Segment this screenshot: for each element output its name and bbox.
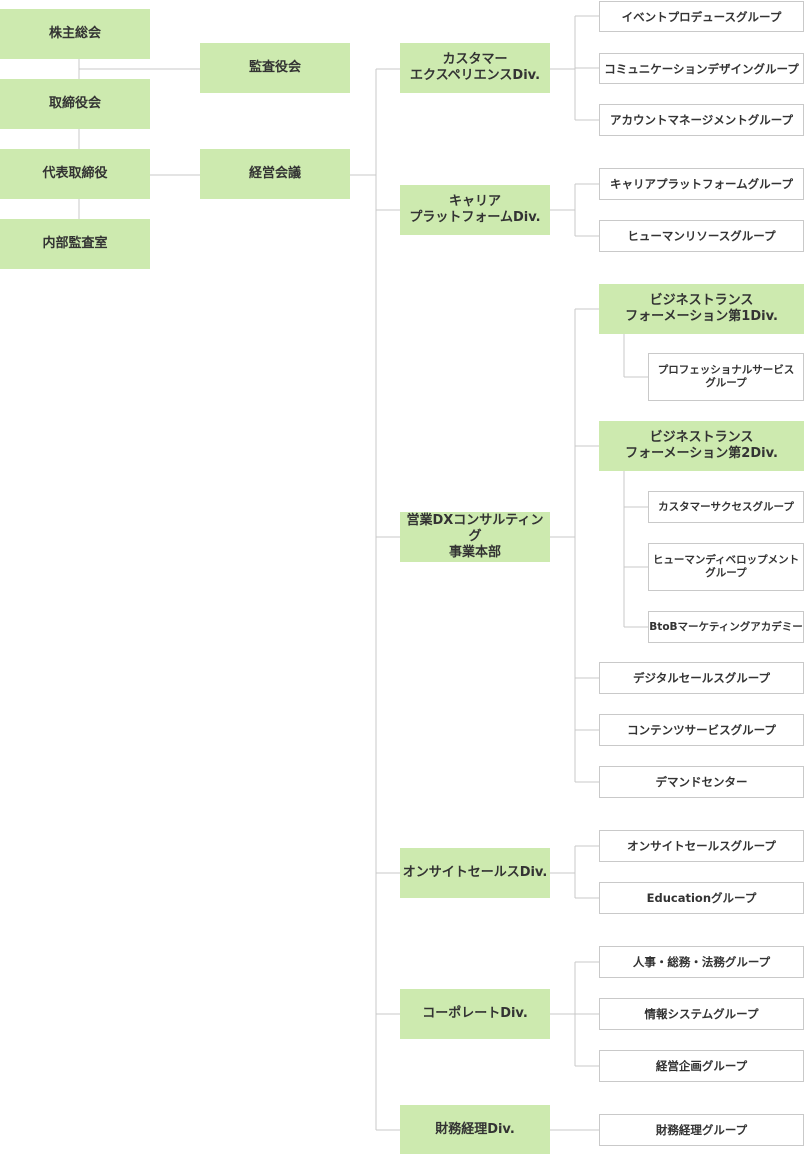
group-box: 財務経理グループ bbox=[599, 1114, 804, 1146]
group-box: 人事・総務・法務グループ bbox=[599, 946, 804, 978]
group-label: 経営企画グループ bbox=[655, 1059, 748, 1073]
group-box: デマンドセンター bbox=[599, 766, 804, 798]
node-label: 経営会議 bbox=[248, 166, 301, 181]
group-box: カスタマーサクセスグループ bbox=[648, 491, 804, 523]
group-label: イベントプロデュースグループ bbox=[621, 9, 782, 24]
representative-director-box: 代表取締役 bbox=[0, 149, 150, 199]
group-label: カスタマーサクセスグループ bbox=[658, 500, 794, 513]
node-label: 営業DXコンサルティング 事業本部 bbox=[406, 513, 544, 560]
division-finance: 財務経理Div. bbox=[400, 1105, 550, 1154]
group-box: BtoBマーケティングアカデミー bbox=[648, 611, 804, 643]
division-onsite-sales: オンサイトセールスDiv. bbox=[400, 848, 550, 898]
division-customer-experience: カスタマー エクスペリエンスDiv. bbox=[400, 43, 550, 93]
group-label: プロフェッショナルサービス グループ bbox=[657, 364, 795, 389]
group-label: 情報システムグループ bbox=[644, 1007, 759, 1021]
node-label: ビジネストランス フォーメーション第1Div. bbox=[625, 293, 778, 324]
node-label: 財務経理Div. bbox=[435, 1121, 515, 1137]
shareholders-meeting-box: 株主総会 bbox=[0, 9, 150, 59]
board-of-directors-box: 取締役会 bbox=[0, 79, 150, 129]
management-meeting-box: 経営会議 bbox=[200, 149, 350, 199]
group-label: 財務経理グループ bbox=[655, 1123, 748, 1137]
division-sales-dx-consulting: 営業DXコンサルティング 事業本部 bbox=[400, 512, 550, 562]
group-label: BtoBマーケティングアカデミー bbox=[649, 620, 803, 633]
node-label: 監査役会 bbox=[248, 60, 301, 75]
group-label: 人事・総務・法務グループ bbox=[632, 955, 771, 969]
group-box: ヒューマンリソースグループ bbox=[599, 220, 804, 252]
group-label: コンテンツサービスグループ bbox=[627, 723, 776, 737]
group-box: コンテンツサービスグループ bbox=[599, 714, 804, 746]
node-label: キャリア プラットフォームDiv. bbox=[409, 194, 541, 225]
group-box: イベントプロデュースグループ bbox=[599, 1, 804, 32]
subdivision-business-transformation-2: ビジネストランス フォーメーション第2Div. bbox=[599, 421, 804, 471]
node-label: 取締役会 bbox=[48, 96, 101, 111]
group-label: コミュニケーションデザイングループ bbox=[604, 61, 799, 76]
division-career-platform: キャリア プラットフォームDiv. bbox=[400, 185, 550, 235]
group-label: アカウントマネージメントグループ bbox=[609, 113, 794, 127]
subdivision-business-transformation-1: ビジネストランス フォーメーション第1Div. bbox=[599, 284, 804, 334]
node-label: 株主総会 bbox=[48, 26, 101, 41]
node-label: 代表取締役 bbox=[42, 166, 108, 181]
group-box: オンサイトセールスグループ bbox=[599, 830, 804, 862]
group-label: ヒューマンディベロップメント グループ bbox=[652, 554, 800, 579]
group-box: ヒューマンディベロップメント グループ bbox=[648, 543, 804, 591]
node-label: 内部監査室 bbox=[42, 236, 108, 251]
group-box: プロフェッショナルサービス グループ bbox=[648, 353, 804, 401]
internal-audit-box: 内部監査室 bbox=[0, 219, 150, 269]
audit-board-box: 監査役会 bbox=[200, 43, 350, 93]
group-box: 経営企画グループ bbox=[599, 1050, 804, 1082]
group-box: Educationグループ bbox=[599, 882, 804, 914]
node-label: コーポレートDiv. bbox=[422, 1006, 528, 1021]
group-label: キャリアプラットフォームグループ bbox=[610, 177, 793, 191]
node-label: カスタマー エクスペリエンスDiv. bbox=[409, 52, 541, 83]
group-label: オンサイトセールスグループ bbox=[627, 839, 776, 853]
division-corporate: コーポレートDiv. bbox=[400, 989, 550, 1039]
node-label: オンサイトセールスDiv. bbox=[402, 865, 548, 880]
group-box: デジタルセールスグループ bbox=[599, 662, 804, 694]
group-label: Educationグループ bbox=[646, 891, 757, 905]
group-label: デマンドセンター bbox=[655, 775, 748, 789]
group-box: キャリアプラットフォームグループ bbox=[599, 168, 804, 200]
group-box: 情報システムグループ bbox=[599, 998, 804, 1030]
group-box: アカウントマネージメントグループ bbox=[599, 104, 804, 136]
group-label: デジタルセールスグループ bbox=[632, 671, 771, 685]
node-label: ビジネストランス フォーメーション第2Div. bbox=[625, 430, 778, 461]
group-box: コミュニケーションデザイングループ bbox=[599, 53, 804, 84]
group-label: ヒューマンリソースグループ bbox=[627, 229, 776, 243]
